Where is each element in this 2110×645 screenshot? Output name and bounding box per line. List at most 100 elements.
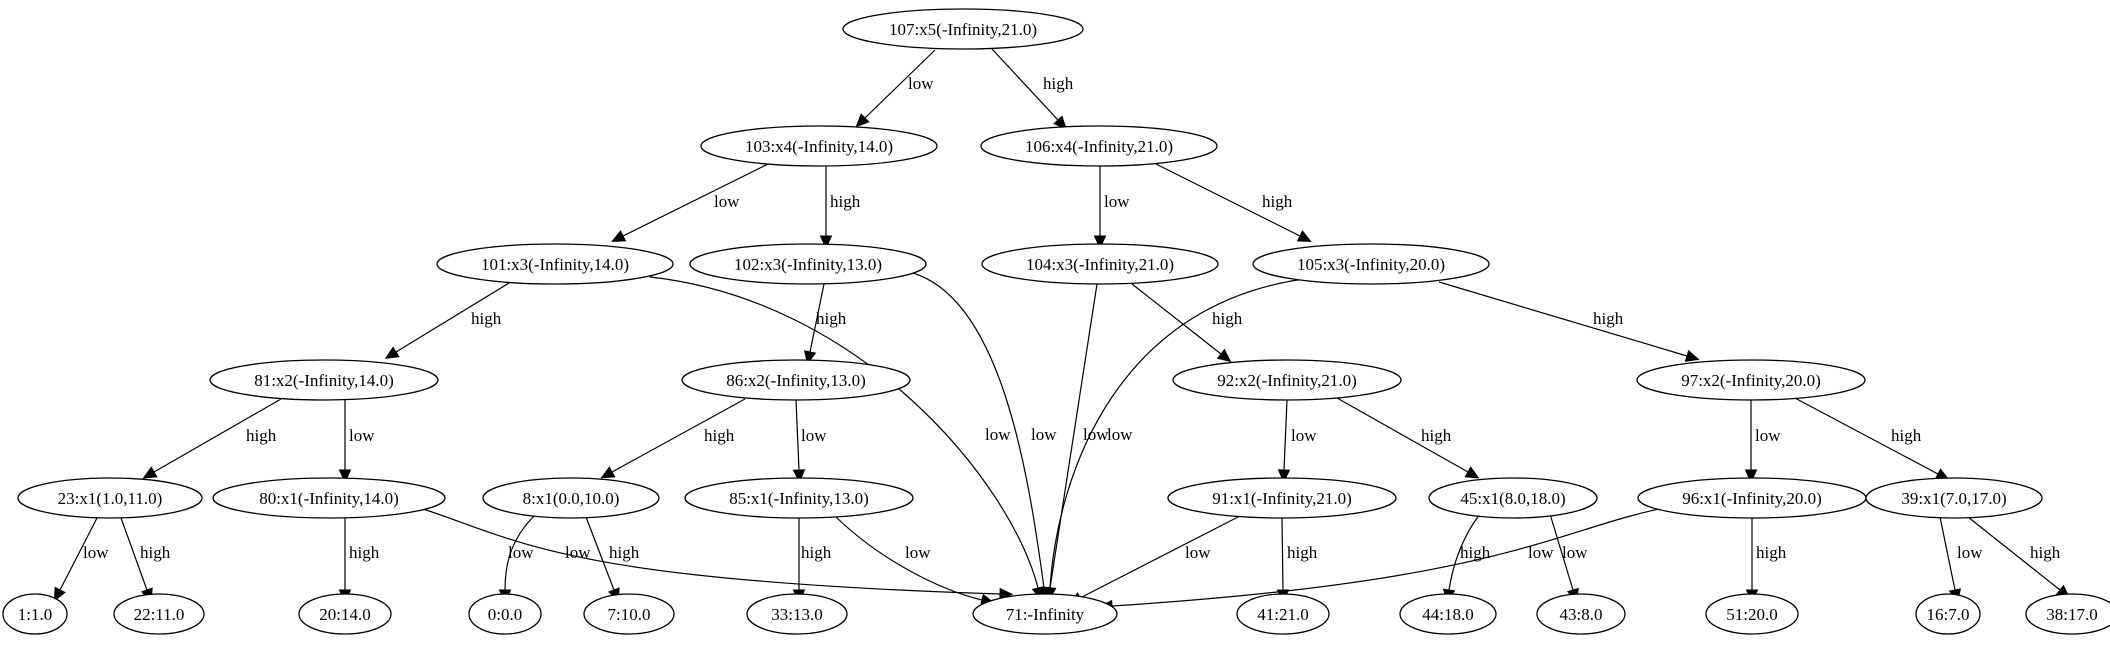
node-ellipse [1172,359,1402,401]
node-1: 1:1.0 [2,593,68,635]
edge-label-low: low [349,426,375,445]
edge-label-high: high [1593,309,1624,328]
edge-line [834,515,983,601]
node-ellipse [212,477,446,519]
edge-n23-n22: high [120,517,171,603]
arrowhead [600,466,616,479]
node-ellipse [1636,359,1866,401]
edge-line [1549,513,1574,591]
edge-n86-n85: low [792,399,827,484]
node-97: 97:x2(-Infinity,20.0) [1636,359,1866,401]
edge-line [120,517,148,591]
node-label: 41:21.0 [1257,605,1308,624]
node-81: 81:x2(-Infinity,14.0) [209,359,439,401]
edge-line [585,516,615,591]
edge-n106-n105: high [1155,163,1312,242]
node-ellipse [298,593,392,635]
node-91: 91:x1(-Infinity,21.0) [1167,477,1397,519]
arrowhead [611,230,627,242]
edge-label-low: low [1104,192,1130,211]
node-label: 104:x3(-Infinity,21.0) [1026,255,1174,274]
edge-line [1939,516,1956,591]
node-label: 38:17.0 [2046,605,2097,624]
edge-n106-n104: low [1093,166,1130,250]
edge-line [1155,163,1301,237]
node-label: 92:x2(-Infinity,21.0) [1217,371,1357,390]
node-102: 102:x3(-Infinity,13.0) [689,243,927,285]
edge-n92-n91: low [1277,399,1317,484]
edge-n107-n106: high [991,48,1074,130]
arrowhead [1464,466,1480,479]
node-label: 20:14.0 [319,605,370,624]
edge-line [1049,277,1313,589]
node-label: 22:11.0 [134,605,185,624]
edge-n81-n80: low [338,400,375,484]
edge-label-low: low [1185,543,1211,562]
edge-label-low: low [1291,426,1317,445]
edge-label-low: low [1755,426,1781,445]
node-label: 105:x3(-Infinity,20.0) [1297,255,1445,274]
edge-line [1967,516,2061,591]
edge-line [622,163,769,237]
edge-label-low: low [1528,543,1554,562]
edge-line [864,49,936,119]
edge-n80-n71: low [419,507,1014,601]
node-44: 44:18.0 [1399,593,1497,635]
node-80: 80:x1(-Infinity,14.0) [212,477,446,519]
edge-line [611,398,746,473]
edge-label-low: low [1083,425,1109,444]
node-ellipse [1705,593,1799,635]
node-51: 51:20.0 [1705,593,1799,635]
edge-label-high: high [1421,426,1452,445]
node-45: 45:x1(8.0,18.0) [1428,477,1598,519]
edge-line [1131,283,1222,355]
arrowhead [53,586,66,602]
node-label: 33:13.0 [771,605,822,624]
edge-n81-n23: high [142,398,282,479]
node-ellipse [583,593,675,635]
node-23: 23:x1(1.0,11.0) [17,477,203,519]
edge-n97-n96: low [1744,400,1781,484]
edge-line [649,276,1039,589]
node-ellipse [981,243,1219,285]
edge-n80-n20: high [338,518,380,604]
node-ellipse [681,359,911,401]
edge-n103-n101: low [611,163,769,242]
node-ellipse [700,125,938,167]
edge-n39-n16: low [1939,516,1983,603]
node-38: 38:17.0 [2025,593,2110,635]
node-85: 85:x1(-Infinity,13.0) [684,477,914,519]
node-ellipse [468,593,542,635]
edge-line [1438,281,1688,357]
edge-line [991,48,1059,121]
arrowhead [1744,469,1758,484]
edge-n102-n86: high [803,283,847,365]
node-ellipse [436,243,674,285]
edge-line [1336,397,1469,473]
edge-label-high: high [471,309,502,328]
node-ellipse [113,593,205,635]
node-104: 104:x3(-Infinity,21.0) [981,243,1219,285]
edge-label-low: low [508,543,534,562]
edge-label-low: low [1562,543,1588,562]
edge-label-high: high [1043,74,1074,93]
edge-line [395,282,510,353]
edge-label-low: low [1107,425,1133,444]
node-label: 51:20.0 [1726,605,1777,624]
edge-n85-n71: low [834,515,995,606]
node-20: 20:14.0 [298,593,392,635]
arrowhead [1296,230,1312,242]
node-label: 107:x5(-Infinity,21.0) [889,20,1037,39]
node-ellipse [1167,477,1397,519]
node-ellipse [980,125,1218,167]
arrowhead [1053,115,1067,130]
arrowhead [338,469,352,484]
edge-line [904,270,1045,589]
edge-label-low: low [985,425,1011,444]
edge-label-high: high [830,192,861,211]
node-label: 97:x2(-Infinity,20.0) [1681,371,1821,390]
node-label: 7:10.0 [608,605,651,624]
edge-label-high: high [1460,543,1491,562]
